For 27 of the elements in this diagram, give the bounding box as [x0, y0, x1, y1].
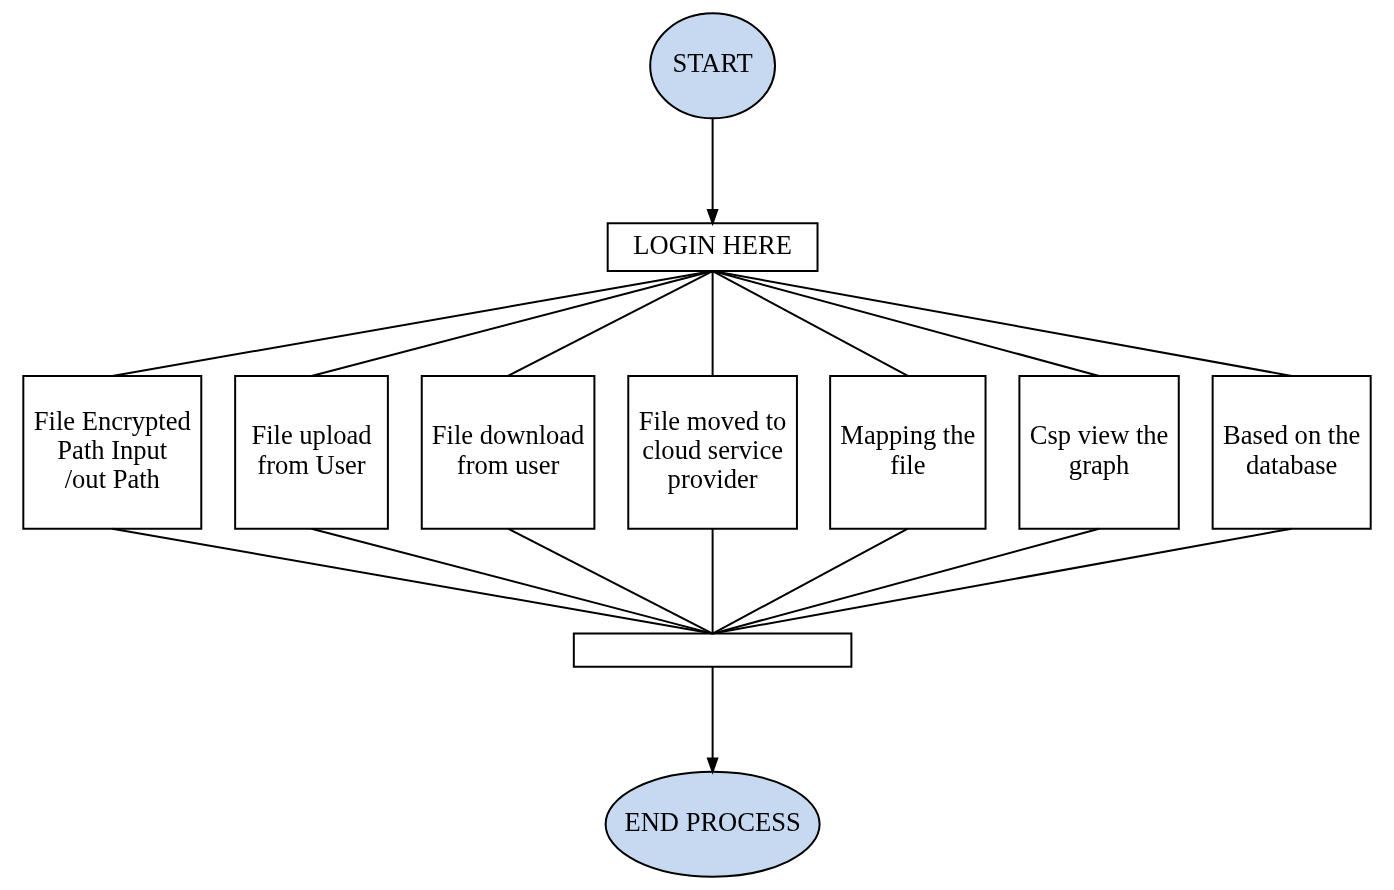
- connector: [711, 527, 1293, 635]
- connector: [310, 270, 714, 377]
- node-box: File moved to cloud service provider: [627, 374, 798, 530]
- arrow: [706, 117, 719, 227]
- node-box: Csp view the graph: [1018, 374, 1180, 530]
- connector: [711, 527, 909, 635]
- connector: [711, 270, 1101, 377]
- arrow: [706, 665, 719, 775]
- connector: [111, 270, 714, 377]
- node-box: Mapping the file: [829, 374, 987, 530]
- connector: [711, 527, 714, 635]
- connector: [111, 527, 714, 635]
- node-ellipse: START: [649, 12, 777, 120]
- node-box: Based on the database: [1211, 374, 1372, 530]
- node-box: LOGIN HERE: [606, 222, 819, 272]
- connector: [310, 527, 714, 635]
- connector: [711, 270, 714, 377]
- connector: [711, 270, 1293, 377]
- node-box: File upload from User: [234, 374, 389, 530]
- node-box: File Encrypted Path Input /out Path: [22, 374, 203, 530]
- connector: [711, 270, 909, 377]
- connector: [507, 527, 714, 635]
- node-ellipse: END PROCESS: [604, 770, 821, 878]
- node-box: File download from user: [420, 374, 596, 530]
- connector: [507, 270, 714, 377]
- connector: [711, 527, 1101, 635]
- node-bar: [572, 632, 853, 668]
